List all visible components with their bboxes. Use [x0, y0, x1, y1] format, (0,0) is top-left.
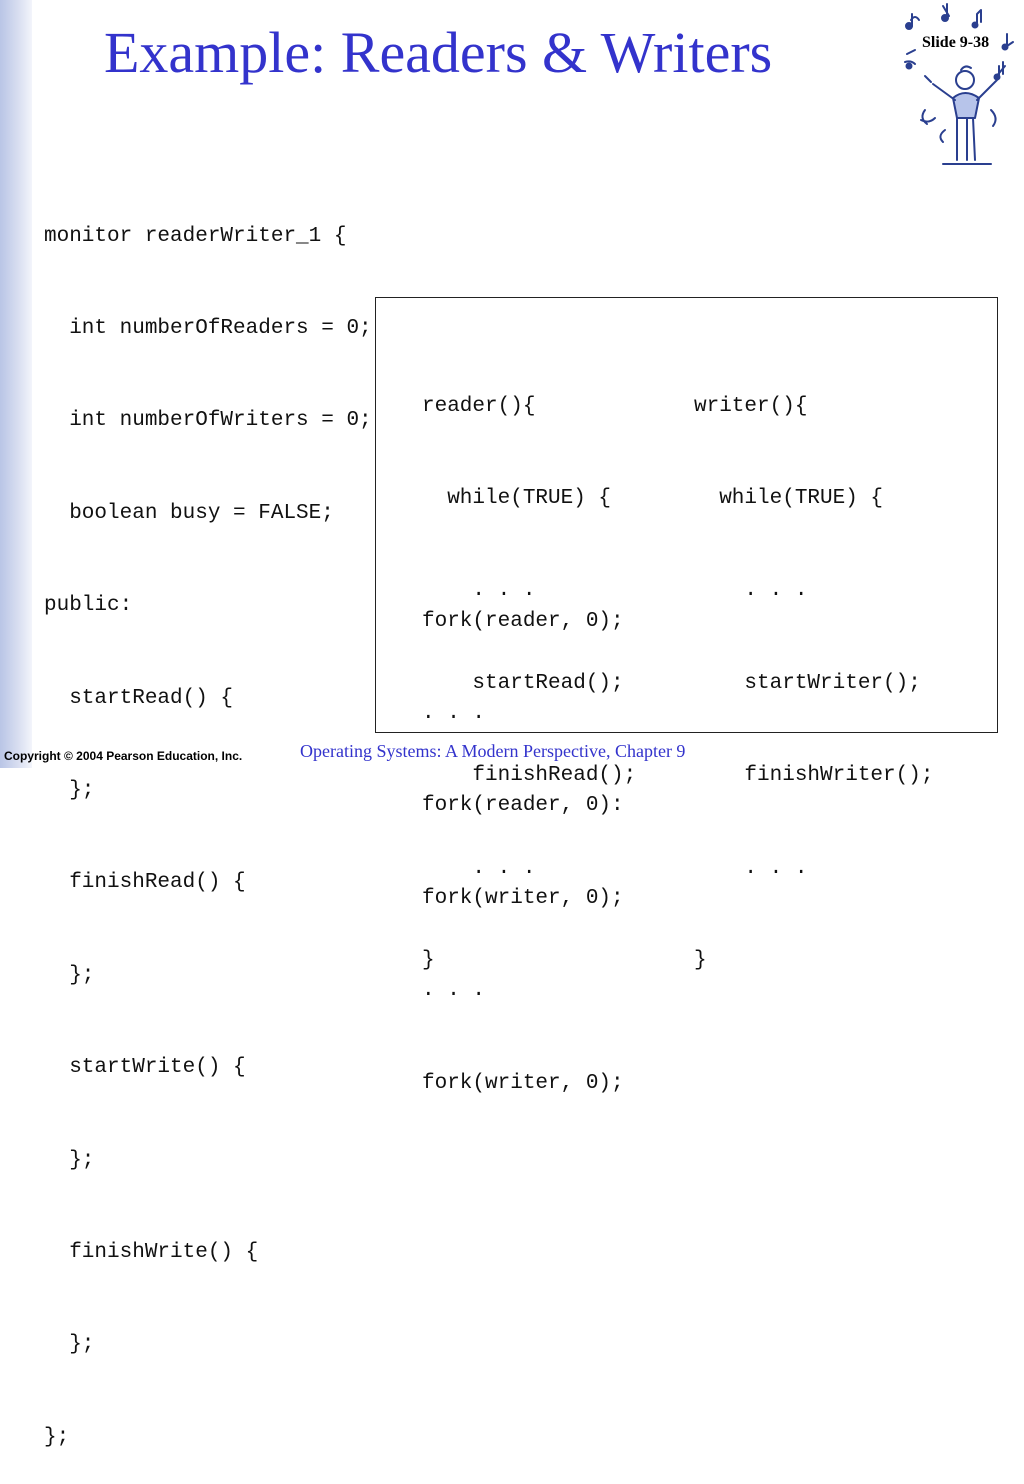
- code-line: . . .: [422, 579, 536, 603]
- code-line: };: [44, 778, 95, 802]
- copyright-notice: Copyright © 2004 Pearson Education, Inc.: [4, 749, 243, 763]
- code-line: . . .: [694, 579, 808, 603]
- code-line: };: [44, 1333, 95, 1357]
- code-line: finishRead() {: [44, 871, 246, 895]
- monitor-code-block: monitor readerWriter_1 { int numberOfRea…: [44, 160, 372, 1484]
- slide-sidebar-gradient: [0, 0, 32, 768]
- code-line: int numberOfWriters = 0;: [44, 409, 372, 433]
- slide-number: Slide 9-38: [922, 34, 990, 51]
- course-footer: Operating Systems: A Modern Perspective,…: [300, 741, 686, 761]
- code-line: startWrite() {: [44, 1056, 246, 1080]
- code-line: startRead() {: [44, 686, 234, 710]
- code-line: }: [694, 948, 707, 972]
- code-line: int numberOfReaders = 0;: [44, 316, 372, 340]
- fork-code-block: fork(reader, 0); . . . fork(reader, 0): …: [422, 545, 624, 1161]
- code-line: boolean busy = FALSE;: [44, 501, 334, 525]
- code-line: startWriter();: [694, 671, 921, 695]
- code-line: while(TRUE) {: [694, 486, 884, 510]
- code-line: finishWriter();: [694, 764, 934, 788]
- code-line: . . .: [422, 979, 486, 1003]
- code-line: . . .: [422, 701, 486, 725]
- code-line: . . .: [694, 856, 808, 880]
- code-line: fork(writer, 0);: [422, 1071, 624, 1095]
- code-line: while(TRUE) {: [422, 486, 612, 510]
- code-line: public:: [44, 594, 133, 618]
- code-line: };: [44, 963, 95, 987]
- code-line: monitor readerWriter_1 {: [44, 224, 347, 248]
- code-line: fork(reader, 0);: [422, 609, 624, 633]
- slide-title: Example: Readers & Writers: [104, 20, 773, 85]
- code-line: reader(){: [422, 394, 536, 418]
- code-line: startRead();: [422, 671, 624, 695]
- code-line: };: [44, 1425, 70, 1449]
- process-code-box: reader(){ while(TRUE) { . . . startRead(…: [375, 297, 998, 1095]
- code-line: };: [44, 1148, 95, 1172]
- code-line: finishWrite() {: [44, 1240, 259, 1264]
- music-conductor-icon: [904, 3, 1014, 165]
- writer-code-block: writer(){ while(TRUE) { . . . startWrite…: [694, 330, 933, 1038]
- code-line: writer(){: [694, 394, 808, 418]
- code-line: fork(reader, 0):: [422, 794, 624, 818]
- code-line: fork(writer, 0);: [422, 886, 624, 910]
